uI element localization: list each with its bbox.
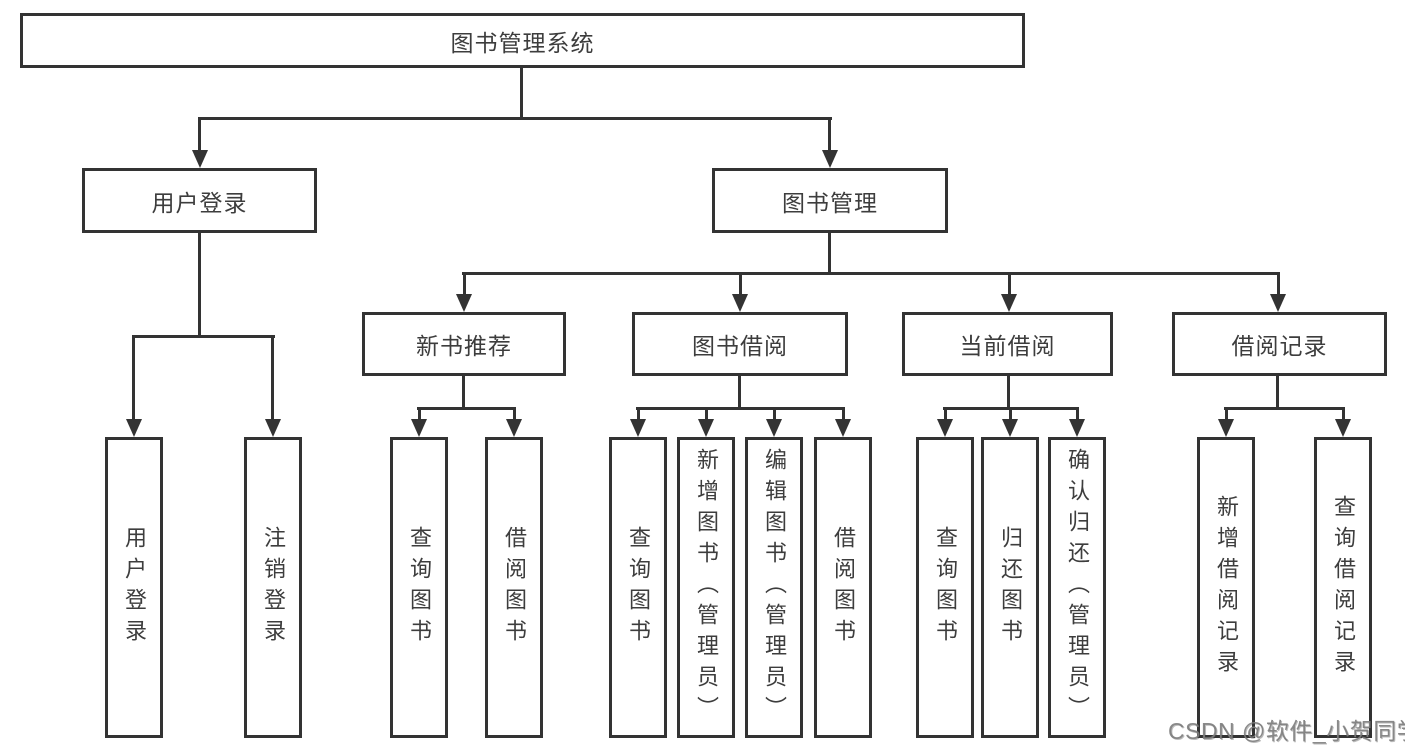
connector-line bbox=[1342, 407, 1345, 421]
connector-arrowhead bbox=[822, 150, 838, 168]
connector-line bbox=[1076, 407, 1079, 421]
connector-line bbox=[417, 407, 516, 410]
leaf-borrow-query-books-label: 查询图书 bbox=[626, 525, 651, 650]
node-borrowing-records-label: 借阅记录 bbox=[1231, 333, 1328, 359]
connector-line bbox=[842, 407, 845, 421]
leaf-add-borrow-record: 新增借阅记录 bbox=[1197, 437, 1255, 738]
connector-line bbox=[271, 335, 274, 421]
connector-arrowhead bbox=[1270, 294, 1286, 312]
leaf-add-borrow-record-label: 新增借阅记录 bbox=[1214, 494, 1239, 681]
connector-line bbox=[773, 407, 776, 421]
node-current-borrowing: 当前借阅 bbox=[902, 312, 1113, 376]
connector-line bbox=[828, 117, 831, 152]
leaf-confirm-return-admin: 确认归还（管理员） bbox=[1048, 437, 1106, 738]
leaf-recommend-borrow-books: 借阅图书 bbox=[485, 437, 543, 738]
connector-line bbox=[462, 376, 465, 409]
connector-line bbox=[1277, 272, 1280, 296]
leaf-current-query-books: 查询图书 bbox=[916, 437, 974, 738]
node-user-login-label: 用户登录 bbox=[151, 189, 248, 216]
leaf-logout-label: 注销登录 bbox=[261, 525, 286, 650]
connector-line bbox=[1224, 407, 1345, 410]
node-book-borrowing: 图书借阅 bbox=[632, 312, 848, 376]
node-borrowing-records: 借阅记录 bbox=[1172, 312, 1387, 376]
connector-line bbox=[944, 407, 947, 421]
node-new-book-recommend: 新书推荐 bbox=[362, 312, 566, 376]
connector-line bbox=[637, 407, 640, 421]
leaf-borrow-query-books: 查询图书 bbox=[609, 437, 667, 738]
connector-line bbox=[513, 407, 516, 421]
connector-line bbox=[738, 376, 741, 409]
leaf-recommend-borrow-books-label: 借阅图书 bbox=[502, 525, 527, 650]
leaf-add-books-admin: 新增图书（管理员） bbox=[677, 437, 735, 738]
connector-line bbox=[1009, 407, 1012, 421]
connector-line bbox=[132, 335, 275, 338]
connector-arrowhead bbox=[411, 419, 427, 437]
node-user-login: 用户登录 bbox=[82, 168, 317, 233]
node-book-management: 图书管理 bbox=[712, 168, 948, 233]
connector-line bbox=[705, 407, 708, 421]
connector-line bbox=[132, 335, 135, 421]
connector-arrowhead bbox=[126, 419, 142, 437]
leaf-add-books-admin-label: 新增图书（管理员） bbox=[694, 448, 719, 727]
leaf-confirm-return-admin-label: 确认归还（管理员） bbox=[1065, 448, 1090, 727]
node-new-book-recommend-label: 新书推荐 bbox=[416, 333, 512, 359]
leaf-return-books: 归还图书 bbox=[981, 437, 1039, 738]
connector-line bbox=[1225, 407, 1228, 421]
connector-arrowhead bbox=[265, 419, 281, 437]
connector-arrowhead bbox=[698, 419, 714, 437]
connector-line bbox=[1008, 272, 1011, 296]
connector-arrowhead bbox=[1335, 419, 1351, 437]
connector-arrowhead bbox=[732, 294, 748, 312]
leaf-current-query-books-label: 查询图书 bbox=[933, 525, 958, 650]
connector-line bbox=[739, 272, 742, 296]
connector-arrowhead bbox=[1001, 294, 1017, 312]
leaf-query-borrow-record-label: 查询借阅记录 bbox=[1331, 494, 1356, 681]
connector-arrowhead bbox=[1069, 419, 1085, 437]
connector-line bbox=[418, 407, 421, 421]
connector-line bbox=[636, 407, 845, 410]
node-current-borrowing-label: 当前借阅 bbox=[959, 333, 1056, 359]
connector-line bbox=[828, 233, 831, 274]
leaf-recommend-query-books-label: 查询图书 bbox=[407, 525, 432, 650]
leaf-borrow-books-label: 借阅图书 bbox=[831, 525, 856, 650]
connector-arrowhead bbox=[456, 294, 472, 312]
connector-line bbox=[462, 272, 1280, 275]
connector-arrowhead bbox=[766, 419, 782, 437]
csdn-watermark: CSDN @软件_小贺同学 bbox=[1168, 718, 1405, 744]
leaf-recommend-query-books: 查询图书 bbox=[390, 437, 448, 738]
leaf-borrow-books: 借阅图书 bbox=[814, 437, 872, 738]
leaf-query-borrow-record: 查询借阅记录 bbox=[1314, 437, 1372, 738]
leaf-return-books-label: 归还图书 bbox=[998, 525, 1023, 650]
connector-line bbox=[198, 233, 201, 337]
leaf-user-login: 用户登录 bbox=[105, 437, 163, 738]
node-root-label: 图书管理系统 bbox=[450, 29, 595, 56]
leaf-logout: 注销登录 bbox=[244, 437, 302, 738]
node-book-management-label: 图书管理 bbox=[782, 189, 878, 216]
connector-arrowhead bbox=[1002, 419, 1018, 437]
connector-line bbox=[463, 272, 466, 296]
leaf-user-login-label: 用户登录 bbox=[122, 525, 147, 650]
connector-arrowhead bbox=[937, 419, 953, 437]
connector-line bbox=[198, 117, 832, 120]
leaf-edit-books-admin-label: 编辑图书（管理员） bbox=[762, 448, 787, 727]
node-root: 图书管理系统 bbox=[20, 13, 1025, 68]
connector-line bbox=[198, 117, 201, 152]
connector-line bbox=[520, 68, 523, 118]
connector-arrowhead bbox=[506, 419, 522, 437]
connector-arrowhead bbox=[192, 150, 208, 168]
connector-line bbox=[1276, 376, 1279, 409]
leaf-edit-books-admin: 编辑图书（管理员） bbox=[745, 437, 803, 738]
node-book-borrowing-label: 图书借阅 bbox=[692, 333, 788, 359]
connector-arrowhead bbox=[630, 419, 646, 437]
connector-arrowhead bbox=[835, 419, 851, 437]
connector-arrowhead bbox=[1218, 419, 1234, 437]
connector-line bbox=[1007, 376, 1010, 409]
